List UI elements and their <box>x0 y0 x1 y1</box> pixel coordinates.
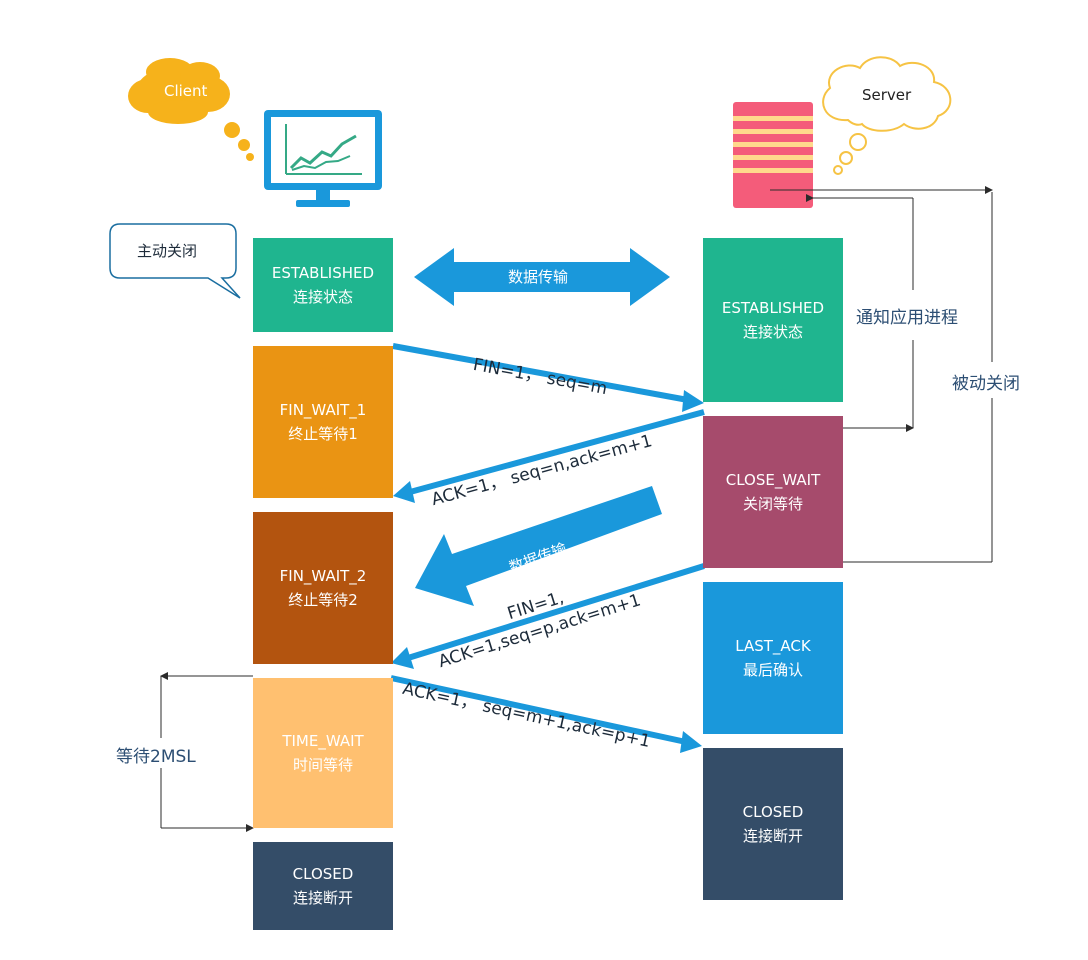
state-name: FIN_WAIT_2 <box>279 567 367 585</box>
passive-close-label: 被动关闭 <box>952 374 1020 394</box>
ack-1-arrow <box>393 409 705 503</box>
active-close-label: 主动关闭 <box>137 242 198 260</box>
server-state-last-ack: LAST_ACK 最后确认 <box>703 582 843 734</box>
active-close-bubble <box>109 223 241 299</box>
state-desc: 连接断开 <box>292 889 353 907</box>
client-state-fin-wait-2: FIN_WAIT_2 终止等待2 <box>253 512 393 664</box>
data-transfer-double-arrow <box>414 248 670 306</box>
notify-app-bracket <box>806 194 914 432</box>
state-desc: 时间等待 <box>292 756 353 774</box>
client-state-established: ESTABLISHED 连接状态 <box>253 238 393 332</box>
server-label: Server <box>862 86 912 104</box>
wait-2msl-label: 等待2MSL <box>116 747 196 767</box>
monitor-chart-icon <box>264 110 382 207</box>
server-state-close-wait: CLOSE_WAIT 关闭等待 <box>703 416 843 568</box>
state-desc: 关闭等待 <box>742 495 803 513</box>
server-state-closed: CLOSED 连接断开 <box>703 748 843 900</box>
client-state-fin-wait-1: FIN_WAIT_1 终止等待1 <box>253 346 393 498</box>
state-desc: 终止等待2 <box>288 591 358 609</box>
state-desc: 连接状态 <box>292 288 353 306</box>
server-state-established: ESTABLISHED 连接状态 <box>703 238 843 402</box>
client-cloud-icon <box>128 58 254 161</box>
state-name: ESTABLISHED <box>721 299 825 317</box>
server-cloud-icon <box>822 56 952 175</box>
state-name: ESTABLISHED <box>271 264 375 282</box>
state-desc: 连接状态 <box>742 323 803 341</box>
state-desc: 终止等待1 <box>288 425 358 443</box>
notify-app-label: 通知应用进程 <box>856 308 958 328</box>
state-desc: 连接断开 <box>742 827 803 845</box>
state-name: CLOSE_WAIT <box>725 471 821 489</box>
wait-2msl-bracket <box>160 672 254 832</box>
fin-2-arrow <box>391 563 705 669</box>
state-name: CLOSED <box>742 803 804 821</box>
ack-2-arrow <box>390 675 702 753</box>
data-transfer-label-top: 数据传输 <box>508 268 569 286</box>
fin-1-arrow <box>392 343 704 412</box>
state-name: CLOSED <box>292 865 354 883</box>
state-name: LAST_ACK <box>735 637 811 655</box>
state-name: TIME_WAIT <box>282 732 364 750</box>
client-label: Client <box>164 82 208 100</box>
data-transfer-single-arrow <box>415 486 662 606</box>
client-state-time-wait: TIME_WAIT 时间等待 <box>253 678 393 828</box>
server-rack-icon <box>733 102 813 208</box>
state-desc: 最后确认 <box>742 661 803 679</box>
state-name: FIN_WAIT_1 <box>279 401 367 419</box>
client-state-closed: CLOSED 连接断开 <box>253 842 393 930</box>
